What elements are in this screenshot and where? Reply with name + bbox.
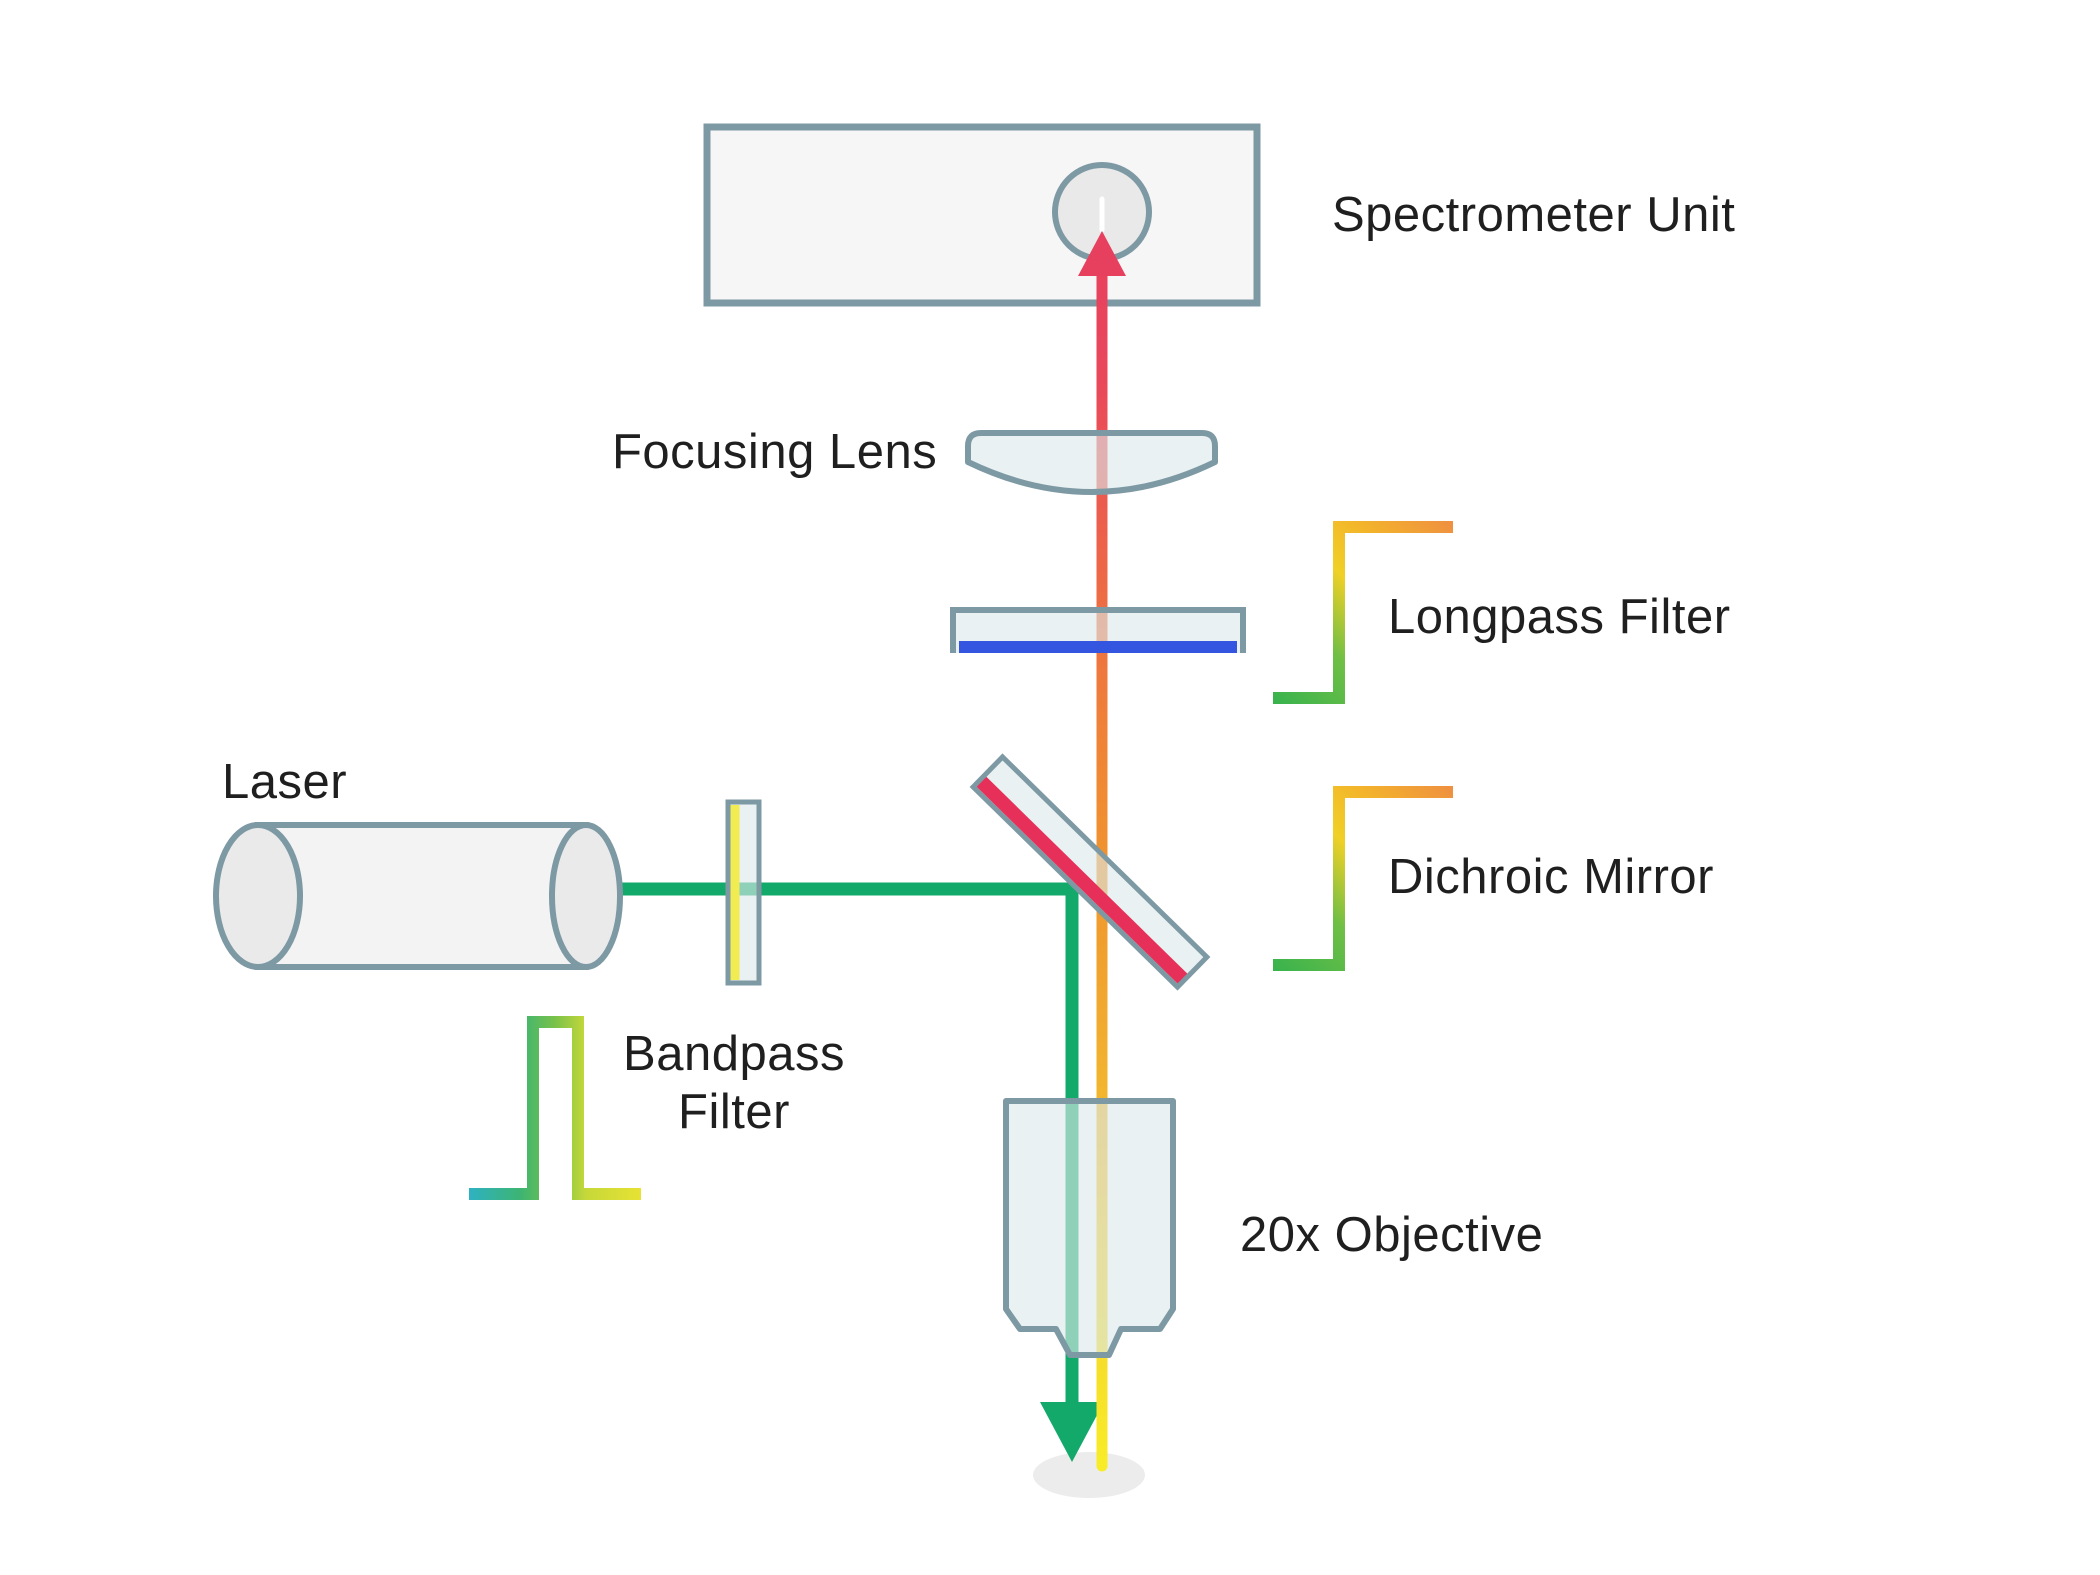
longpass-response-icon	[1273, 521, 1453, 704]
excitation-beam-path	[600, 882, 1079, 1405]
bandpass-filter-stripe	[730, 805, 740, 980]
objective-label: 20x Objective	[1240, 1208, 1543, 1262]
focusing-lens-label: Focusing Lens	[612, 425, 937, 479]
spectrometer-label: Spectrometer Unit	[1332, 188, 1735, 242]
laser-front-cap	[549, 822, 623, 970]
spectrometer-box	[703, 123, 1261, 307]
bandpass-filter-label-line1: Bandpass	[623, 1027, 845, 1081]
dichroic-mirror-coating	[974, 775, 1190, 986]
objective-lens	[1003, 1098, 1176, 1358]
longpass-filter-label: Longpass Filter	[1388, 590, 1731, 644]
bandpass-response-icon	[469, 1016, 641, 1200]
laser-label: Laser	[222, 755, 347, 809]
dichroic-mirror-frame	[969, 753, 1211, 991]
bandpass-filter	[725, 799, 762, 986]
longpass-filter	[950, 607, 1246, 653]
emission-beam-arrowhead	[1078, 231, 1126, 276]
laser-body	[255, 822, 589, 970]
bandpass-filter-label-line2: Filter	[678, 1085, 790, 1139]
spectrometer-unit	[703, 123, 1261, 307]
laser-back-cap	[213, 822, 303, 970]
focusing-lens	[965, 430, 1218, 495]
dichroic-mirror-label: Dichroic Mirror	[1388, 850, 1714, 904]
bandpass-filter-frame	[725, 799, 762, 986]
laser-head	[213, 822, 623, 970]
dichroic-response-icon	[1273, 786, 1453, 971]
dichroic-mirror-glass	[973, 756, 1207, 988]
sample-spot	[1033, 1452, 1145, 1498]
longpass-filter-frame	[950, 607, 1246, 653]
longpass-filter-coating	[959, 641, 1237, 653]
dichroic-mirror	[969, 753, 1211, 991]
excitation-beam-arrowhead	[1040, 1402, 1104, 1462]
